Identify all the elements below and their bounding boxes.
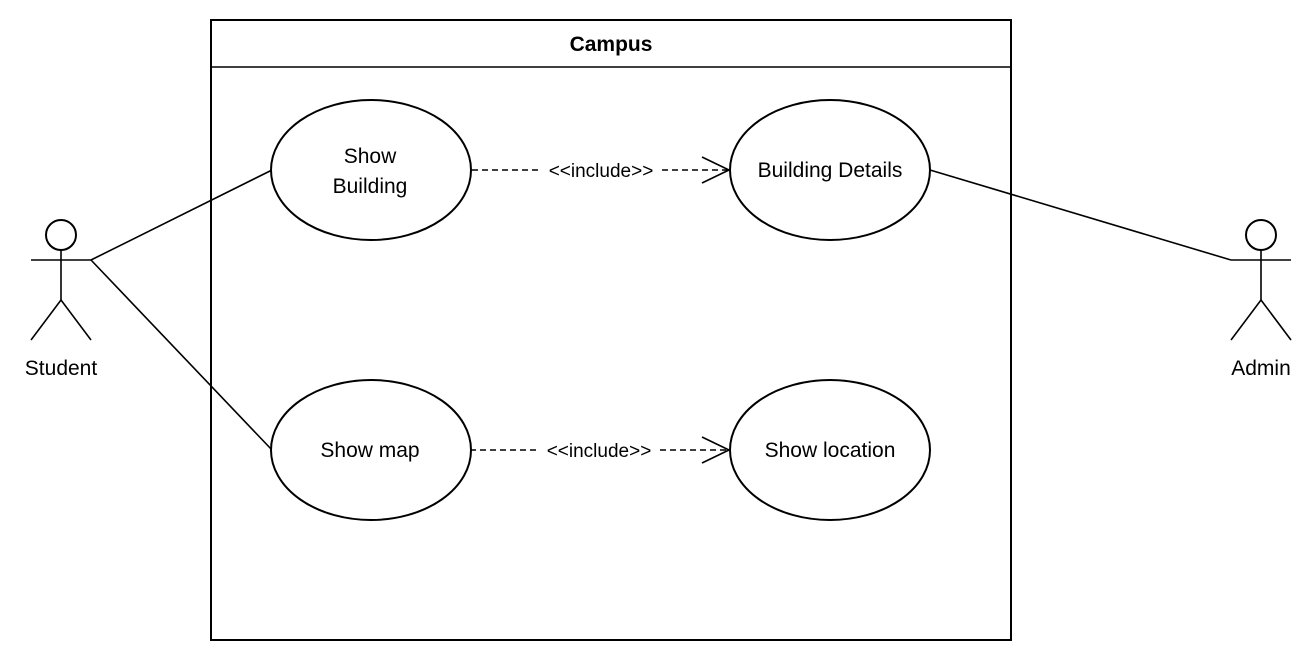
use-case-label-line-2: Building bbox=[333, 175, 408, 198]
use-case-label: Show map bbox=[320, 439, 419, 462]
system-boundary-title: Campus bbox=[570, 33, 653, 56]
association-admin-building-details[interactable] bbox=[929, 169, 1232, 261]
stick-figure-icon bbox=[30, 219, 92, 341]
include-label-background bbox=[538, 438, 660, 462]
actor-label: Student bbox=[25, 357, 98, 380]
include-label: <<include>> bbox=[549, 161, 654, 182]
use-case-ellipse bbox=[729, 99, 931, 241]
actor-label: Admin bbox=[1231, 357, 1291, 380]
actor-student[interactable]: Student bbox=[25, 219, 98, 380]
use-case-show-building[interactable]: Show Building bbox=[270, 99, 472, 241]
use-case-ellipse bbox=[729, 379, 931, 521]
use-case-show-location[interactable]: Show location bbox=[729, 379, 931, 521]
use-case-label: Building Details bbox=[758, 159, 903, 182]
use-case-show-map[interactable]: Show map bbox=[270, 379, 472, 521]
use-case-ellipse bbox=[270, 99, 472, 241]
use-case-ellipse bbox=[270, 379, 472, 521]
use-case-building-details[interactable]: Building Details bbox=[729, 99, 931, 241]
include-label-background bbox=[540, 158, 662, 182]
association-student-show-map[interactable] bbox=[90, 259, 273, 451]
use-case-label-line-1: Show bbox=[344, 145, 397, 168]
association-student-show-building[interactable] bbox=[90, 169, 273, 261]
stick-figure-icon bbox=[1230, 219, 1292, 341]
include-label: <<include>> bbox=[547, 441, 652, 462]
actor-admin[interactable]: Admin bbox=[1230, 219, 1292, 380]
use-case-label: Show location bbox=[765, 439, 896, 462]
